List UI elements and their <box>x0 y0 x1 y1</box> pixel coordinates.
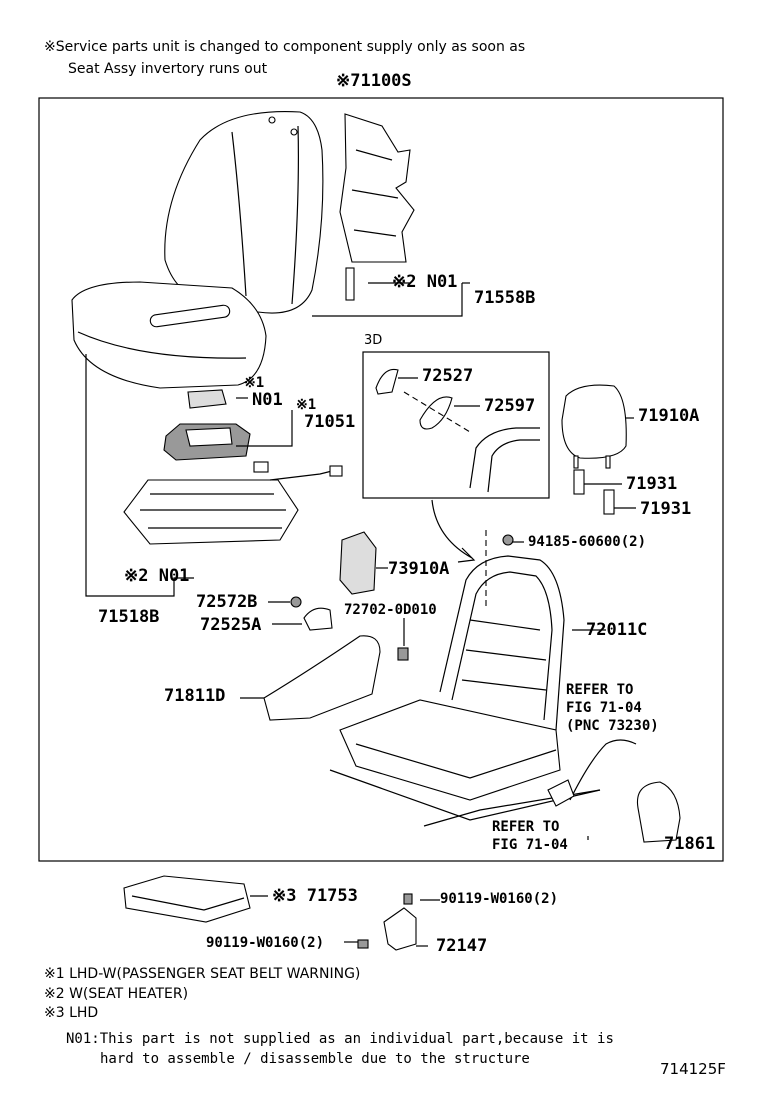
refer-note-1-line2: FIG 71-04 <box>566 700 642 716</box>
part-71753: ※3 71753 <box>272 886 358 906</box>
headrest-supports <box>573 469 615 515</box>
legend-3: ※3 LHD <box>44 1005 99 1021</box>
side-airbag <box>339 531 377 595</box>
part-72572B: 72572B <box>196 592 258 612</box>
part-n01-seat-back-heater: ※2 N01 <box>392 272 458 292</box>
part-72527: 72527 <box>422 366 474 386</box>
part-71100S: ※71100S <box>336 71 412 91</box>
part-71518B: 71518B <box>98 607 160 627</box>
refer-note-2-line1: REFER TO <box>492 819 560 835</box>
part-71931-a: 71931 <box>626 474 678 494</box>
part-94185-60600: 94185-60600(2) <box>528 534 647 550</box>
part-71861: 71861 <box>664 834 716 854</box>
legend-n01-line2: hard to assemble / disassemble due to th… <box>100 1051 530 1067</box>
part-71811D: 71811D <box>164 686 226 706</box>
detail-3d-parts <box>375 368 540 493</box>
refer-note-2-line2: FIG 71-04 <box>492 837 568 853</box>
main-frame <box>38 97 724 862</box>
seat-belt-buckle <box>547 739 681 843</box>
part-71051: 71051 <box>304 412 356 432</box>
figure-id: 714125F <box>660 1060 726 1078</box>
part-90119-W0160-a: 90119-W0160(2) <box>440 891 559 907</box>
callout-arrow <box>431 499 473 559</box>
part-90119-W0160-b: 90119-W0160(2) <box>206 935 325 951</box>
recliner-cover <box>263 635 381 721</box>
part-n01-cushion-heater: ※2 N01 <box>124 566 190 586</box>
seat-back-heater-pad <box>339 113 415 301</box>
refer-note-1-line3: (PNC 73230) <box>566 718 659 734</box>
seat-back-cover <box>164 111 324 314</box>
part-72702-0D010: 72702-0D010 <box>344 602 437 618</box>
refer-note-1-line1: REFER TO <box>566 682 634 698</box>
part-72011C: 72011C <box>586 620 648 640</box>
header-note-line1: ※Service parts unit is changed to compon… <box>44 39 526 55</box>
mark-1-b: ※1 <box>296 397 317 413</box>
header-note-line2: Seat Assy invertory runs out <box>68 61 268 77</box>
seat-cushion-heater <box>123 461 343 545</box>
part-71558B: 71558B <box>474 288 536 308</box>
part-n01-sensor: N01 <box>252 390 283 410</box>
part-73910A: 73910A <box>388 559 450 579</box>
legend-n01-line1: N01:This part is not supplied as an indi… <box>66 1031 614 1047</box>
detail-3d-label: 3D <box>364 333 383 348</box>
legend-1: ※1 LHD-W(PASSENGER SEAT BELT WARNING) <box>44 966 361 982</box>
part-71910A: 71910A <box>638 406 700 426</box>
occupant-sensor <box>163 389 251 461</box>
mark-1-a: ※1 <box>244 375 265 391</box>
leader-lines <box>85 282 636 947</box>
part-72525A: 72525A <box>200 615 262 635</box>
part-72597: 72597 <box>484 396 536 416</box>
part-72147: 72147 <box>436 936 488 956</box>
small-parts <box>290 530 514 661</box>
detail-3d-frame <box>362 351 550 499</box>
part-71931-b: 71931 <box>640 499 692 519</box>
legend-2: ※2 W(SEAT HEATER) <box>44 986 189 1002</box>
lower-parts <box>123 875 417 951</box>
seat-cushion-cover <box>71 281 267 389</box>
headrest <box>561 384 627 469</box>
